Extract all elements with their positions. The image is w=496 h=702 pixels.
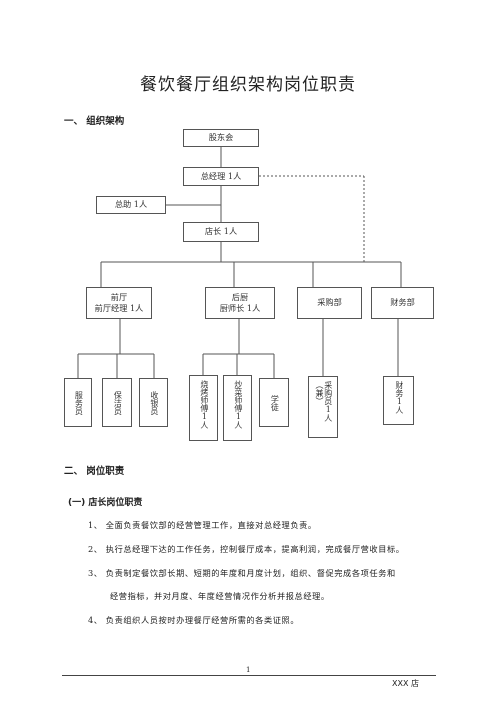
org-box-assistant: 总助 1人 bbox=[96, 196, 166, 214]
org-box-accountant: 财务1人 bbox=[383, 376, 414, 425]
org-box-roast-chef: 烧烤师傅1人 bbox=[189, 375, 218, 441]
org-box-apprentice: 学徒 bbox=[259, 378, 289, 427]
org-box-gm: 总经理 1人 bbox=[183, 167, 259, 186]
org-box-wok-chef: 炒菜师傅1人 bbox=[223, 375, 252, 441]
org-box-waiter: 服务员 bbox=[64, 378, 92, 427]
org-box-finance: 财务部 bbox=[371, 287, 434, 319]
org-box-purchasing: 采购部 bbox=[297, 287, 362, 319]
footer-rule bbox=[62, 675, 436, 676]
page-number: 1 bbox=[246, 666, 251, 674]
subsection-heading-store-manager: (一) 店长岗位职责 bbox=[68, 498, 143, 508]
duty-paragraph: 2、 执行总经理下达的工作任务，控制餐厅成本，提高利润，完成餐厅营收目标。 bbox=[88, 544, 405, 554]
duty-paragraph: 1、 全面负责餐饮部的经营管理工作，直接对总经理负责。 bbox=[88, 520, 317, 530]
org-box-cleaner: 保洁员 bbox=[102, 378, 132, 427]
org-box-buyer: 采购员1人（兼） bbox=[308, 376, 338, 438]
org-box-front: 前厅 前厅经理 1人 bbox=[86, 287, 152, 319]
duty-paragraph: 4、 负责组织人员按时办理餐厅经营所需的各类证照。 bbox=[88, 615, 300, 625]
org-box-kitchen-chef: 厨师长 1人 bbox=[219, 303, 261, 313]
footer-shop-name: XXX 店 bbox=[392, 679, 419, 688]
section-heading-duties: 二、 岗位职责 bbox=[64, 466, 125, 477]
duty-paragraph: 3、 负责制定餐饮部长期、短期的年度和月度计划，组织、督促完成各项任务和 bbox=[88, 568, 396, 578]
org-box-kitchen-title: 后厨 bbox=[231, 291, 249, 302]
org-box-front-title: 前厅 bbox=[110, 291, 128, 302]
org-box-store-manager: 店长 1人 bbox=[183, 222, 259, 242]
section-heading-org: 一、 组织架构 bbox=[64, 116, 125, 127]
document-title: 餐饮餐厅组织架构岗位职责 bbox=[140, 75, 356, 95]
org-box-kitchen: 后厨 厨师长 1人 bbox=[205, 287, 275, 319]
org-box-board: 股东会 bbox=[183, 129, 259, 147]
org-box-cashier: 收银员 bbox=[139, 378, 168, 427]
duty-paragraph: 经营指标，并对月度、年度经营情况作分析并报总经理。 bbox=[110, 591, 330, 601]
org-box-front-manager: 前厅经理 1人 bbox=[94, 303, 144, 313]
